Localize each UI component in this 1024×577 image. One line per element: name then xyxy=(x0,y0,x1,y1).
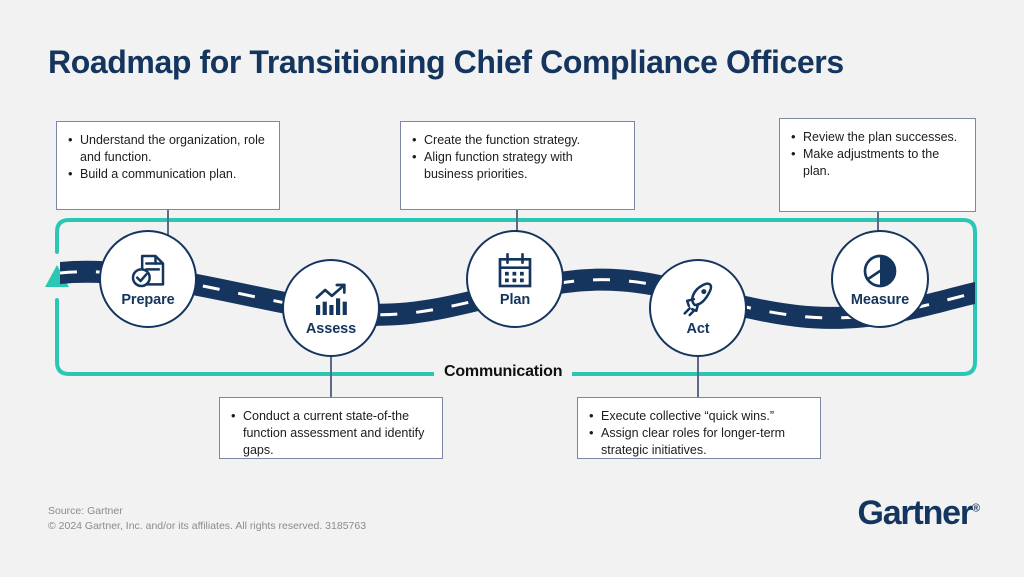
list-item: Align function strategy with business pr… xyxy=(411,148,622,183)
document-check-icon xyxy=(131,254,165,287)
callout-assess: Conduct a current state-of-the function … xyxy=(219,397,443,459)
bar-chart-trend-icon xyxy=(315,283,347,315)
stage-node-prepare[interactable]: Prepare xyxy=(99,230,197,328)
communication-label: Communication xyxy=(434,363,573,381)
rocket-icon xyxy=(683,281,713,316)
callout-prepare: Understand the organization, role and fu… xyxy=(56,121,280,210)
stage-label-act: Act xyxy=(686,320,710,337)
callout-act: Execute collective “quick wins.” Assign … xyxy=(577,397,821,459)
stage-node-measure[interactable]: Measure xyxy=(831,230,929,328)
callout-act-list: Execute collective “quick wins.” Assign … xyxy=(588,407,808,459)
list-item: Make adjustments to the plan. xyxy=(790,145,963,180)
list-item: Understand the organization, role and fu… xyxy=(67,131,267,166)
calendar-icon xyxy=(498,252,532,287)
leader-line-prepare xyxy=(167,210,169,248)
source-line: Source: Gartner xyxy=(48,505,123,517)
stage-node-act[interactable]: Act xyxy=(649,259,747,357)
stage-node-assess[interactable]: Assess xyxy=(282,259,380,357)
stage-label-prepare: Prepare xyxy=(121,291,175,308)
stage-label-assess: Assess xyxy=(305,320,357,337)
leader-line-act xyxy=(697,352,699,398)
callout-plan-list: Create the function strategy. Align func… xyxy=(411,131,622,183)
leader-line-plan xyxy=(516,210,518,248)
callout-plan: Create the function strategy. Align func… xyxy=(400,121,635,210)
list-item: Conduct a current state-of-the function … xyxy=(230,407,430,459)
list-item: Create the function strategy. xyxy=(411,131,622,149)
registered-mark-icon: ® xyxy=(971,502,980,515)
list-item: Review the plan successes. xyxy=(790,128,963,146)
gartner-logo-text: Gartner xyxy=(857,494,973,532)
stage-node-plan[interactable]: Plan xyxy=(466,230,564,328)
leader-line-assess xyxy=(330,352,332,398)
callout-measure-list: Review the plan successes. Make adjustme… xyxy=(790,128,963,180)
page-title: Roadmap for Transitioning Chief Complian… xyxy=(48,44,844,80)
source-block: Source: Gartner © 2024 Gartner, Inc. and… xyxy=(48,504,366,534)
list-item: Assign clear roles for longer-term strat… xyxy=(588,424,808,459)
stage-label-measure: Measure xyxy=(850,291,910,308)
gartner-logo: Gartner® xyxy=(857,494,980,533)
list-item: Build a communication plan. xyxy=(67,165,267,183)
list-item: Execute collective “quick wins.” xyxy=(588,407,808,425)
callout-assess-list: Conduct a current state-of-the function … xyxy=(230,407,430,459)
copyright-line: © 2024 Gartner, Inc. and/or its affiliat… xyxy=(48,520,367,532)
pie-chart-icon xyxy=(863,254,897,287)
stage-label-plan: Plan xyxy=(499,291,531,308)
callout-prepare-list: Understand the organization, role and fu… xyxy=(67,131,267,183)
callout-measure: Review the plan successes. Make adjustme… xyxy=(779,118,976,212)
